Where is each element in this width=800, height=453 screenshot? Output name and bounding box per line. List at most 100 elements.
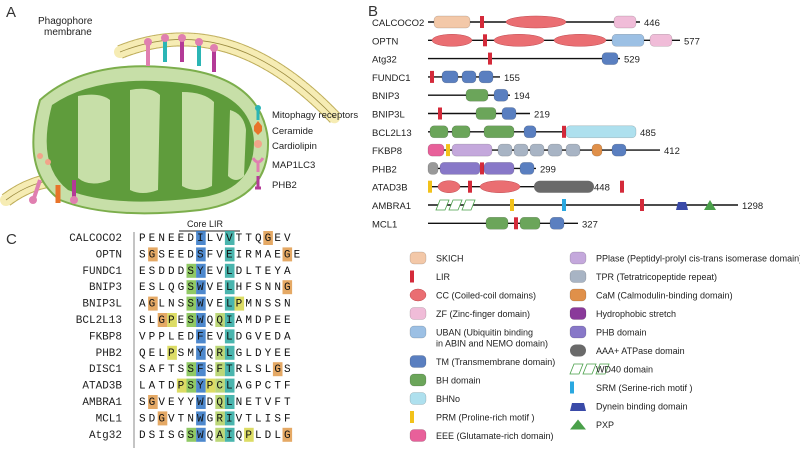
legend-label: PPlase (Peptidyl-prolyl cis-trans isomer… [596, 254, 800, 264]
prm-domain [428, 180, 432, 193]
skich-domain [433, 15, 471, 29]
legend-item: SRM (Serine-rich motif ) [570, 381, 693, 394]
residue-highlight [148, 247, 158, 262]
protein-length: 219 [534, 110, 550, 121]
aaa-icon [570, 344, 586, 357]
zf-domain [613, 15, 637, 29]
protein-length: 327 [582, 219, 598, 230]
lir-domain [483, 34, 487, 47]
alignment-protein-name: MCL1 [96, 413, 123, 425]
legend-item: CaM (Calmodulin-binding domain) [569, 288, 733, 302]
tpr-domain [565, 143, 581, 157]
pplase-icon [569, 251, 587, 265]
panel-a-legend: Mitophagy receptors Ceramide Cardiolipin… [251, 105, 358, 191]
residue-highlight [186, 263, 197, 278]
legend-a-lc3: MAP1LC3 [272, 160, 315, 171]
lir-icon [410, 270, 414, 283]
protein-name: FKBP8 [372, 146, 402, 157]
residue-highlight [176, 378, 187, 393]
alignment-sequence: SDGVTNWGRIVTLISF [139, 413, 291, 425]
residue-highlight [167, 345, 177, 360]
prm-domain [446, 144, 450, 157]
legend-item: BHNo [409, 392, 460, 405]
legend-item: BH domain [409, 373, 481, 387]
tm-domain [478, 70, 494, 84]
protein-length: 448 [594, 183, 610, 194]
tm-domain [549, 217, 565, 230]
lir-domain [480, 16, 484, 28]
alignment-sequence: DSISGSWQAIQPLDLG [139, 430, 291, 442]
mitochondrion [32, 65, 270, 215]
residue-highlight [224, 395, 235, 409]
legend-label: BH domain [436, 376, 481, 386]
legend-label: AAA+ ATPase domain [596, 346, 685, 356]
bh-domain [429, 125, 449, 139]
residue-highlight [224, 231, 235, 245]
residue-highlight [167, 313, 177, 327]
protein-length: 577 [684, 36, 700, 47]
residue-highlight [224, 427, 235, 442]
panel-label-c: C [6, 231, 17, 248]
residue-highlight [234, 296, 245, 311]
residue-highlight [224, 247, 235, 262]
prm-domain [510, 199, 514, 211]
residue-highlight [282, 280, 293, 295]
legend-item: PXP [570, 419, 614, 430]
legend-item: PRM (Proline-rich motif ) [410, 411, 535, 423]
legend-a-cardiolipin: Cardiolipin [272, 141, 317, 152]
alignment-protein-name: CALCOCO2 [69, 233, 122, 245]
legend-item: PHB domain [569, 325, 647, 339]
cc-domain [553, 34, 607, 47]
bh-domain [465, 88, 489, 102]
alignment-protein-name: AMBRA1 [82, 397, 122, 409]
legend-a-receptors: Mitophagy receptors [272, 110, 358, 121]
protein-name: BCL2L13 [372, 128, 412, 139]
tpr-icon [569, 270, 587, 283]
legend-label: LIR [436, 272, 451, 282]
lc3-icon [251, 157, 265, 172]
eee-domain [427, 143, 445, 157]
tpr-domain [547, 143, 563, 157]
receptor-complexes [29, 34, 218, 204]
cc-icon [409, 288, 427, 302]
legend-item: EEE (Glutamate-rich domain) [409, 429, 554, 442]
protein-name: ATAD3B [372, 183, 408, 194]
bh-domain [483, 125, 515, 139]
phb-domain [439, 162, 481, 175]
protein-name: OPTN [372, 36, 399, 47]
residue-highlight [282, 427, 293, 442]
residue-highlight [224, 362, 235, 377]
residue-highlight [263, 231, 273, 245]
residue-highlight [215, 313, 225, 327]
alignment-protein-name: DISC1 [89, 364, 122, 376]
legend-label: EEE (Glutamate-rich domain) [436, 431, 554, 441]
residue-highlight [186, 280, 197, 295]
pplase-domain [451, 143, 493, 157]
residue-highlight [196, 395, 206, 409]
protein-length: 1298 [742, 201, 763, 212]
protein-length: 194 [514, 91, 530, 102]
protein-name: FUNDC1 [372, 73, 411, 84]
legend-item: PPlase (Peptidyl-prolyl cis-trans isomer… [569, 251, 800, 265]
alignment-sequence: SLGPESWQQIAMDPEE [139, 315, 291, 327]
cc-domain [431, 34, 473, 47]
residue-highlight [215, 395, 225, 409]
residue-highlight [224, 280, 235, 295]
legend-label: in ABIN and NEMO domain) [436, 339, 548, 349]
residue-highlight [186, 378, 197, 393]
cc-domain [505, 15, 567, 29]
residue-highlight [244, 427, 254, 442]
alignment-protein-name: ATAD3B [82, 381, 122, 393]
